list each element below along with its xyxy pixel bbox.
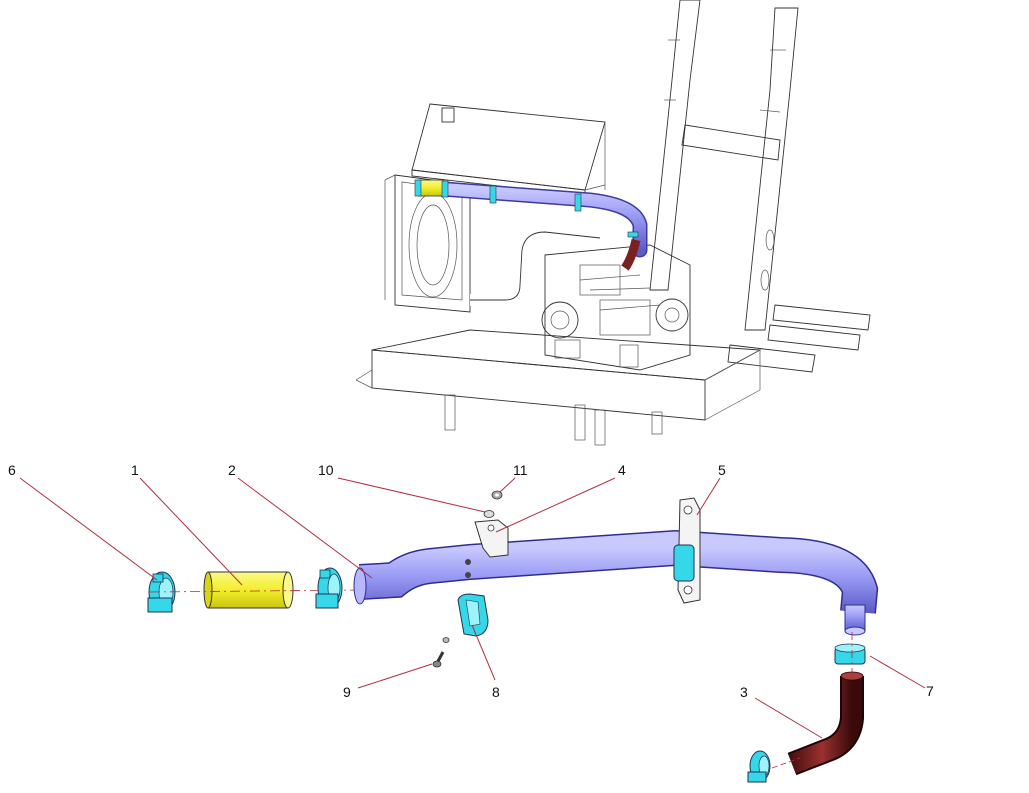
part-1-hose-sleeve [203, 571, 294, 609]
part-7-clamp-ring [834, 643, 866, 665]
callout-9: 9 [343, 684, 351, 700]
mast-frame [649, 0, 799, 331]
callout-2: 2 [228, 462, 236, 478]
side-arms [727, 304, 871, 373]
part-8-saddle-clamp [457, 593, 489, 637]
callout-3: 3 [740, 684, 748, 700]
callout-10: 10 [318, 462, 334, 478]
part-4-bracket [474, 519, 509, 558]
part-11-nut [491, 490, 503, 500]
elbow-axis-line [771, 757, 801, 769]
callout-8: 8 [492, 684, 500, 700]
hose-clamp-2 [315, 567, 343, 609]
radiator-tank [411, 103, 606, 197]
callout-11: 11 [513, 462, 528, 478]
part-10-washer [483, 510, 495, 518]
callout-4: 4 [618, 462, 626, 478]
assembly-view [355, 0, 871, 446]
callout-1: 1 [131, 462, 139, 478]
assembled-blue-pipe [414, 179, 648, 271]
callout-7: 7 [926, 683, 934, 699]
part-9-bolt [432, 637, 450, 668]
intake-pipe [470, 225, 601, 306]
hose-clamp-3 [747, 750, 771, 783]
leader-lines [19, 477, 926, 739]
callout-numbers: 6 1 2 10 11 4 5 7 3 8 9 [8, 462, 934, 700]
callout-6: 6 [8, 462, 16, 478]
part-3-elbow-hose [787, 671, 864, 776]
part-2-air-pipe [353, 529, 879, 636]
engine-block [541, 244, 691, 371]
callout-5: 5 [718, 462, 726, 478]
part-5-support-bracket [673, 497, 701, 604]
chassis-base [355, 329, 762, 446]
